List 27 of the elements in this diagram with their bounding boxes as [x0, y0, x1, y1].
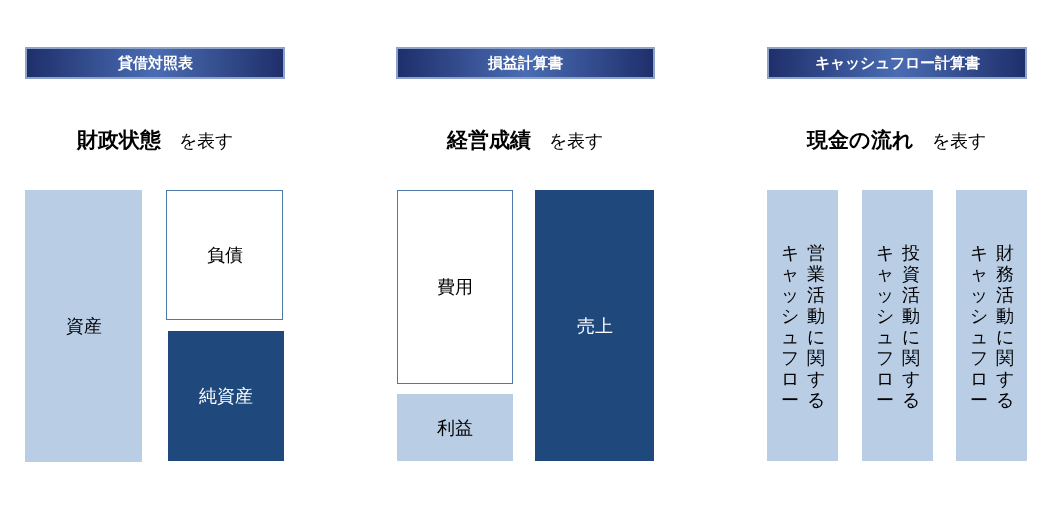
statement-box: [767, 190, 838, 461]
box-label: 投資活動に関するキャッシュフロー: [875, 241, 920, 410]
section-heading: 経営成績 を表す: [445, 127, 604, 154]
statement-box: [25, 190, 142, 462]
box-label: 費用: [437, 275, 473, 299]
box-label: 資産: [65, 314, 102, 338]
header-title: キャッシュフロー計算書: [814, 53, 980, 73]
header-bar: [396, 47, 655, 79]
statement-box: [168, 331, 284, 461]
header-bar: [25, 47, 285, 79]
header-title: 貸借対照表: [117, 53, 193, 73]
box-label: 純資産: [199, 384, 253, 408]
statement-box: [956, 190, 1027, 461]
header-title: 損益計算書: [488, 53, 563, 73]
statement-box: [166, 190, 283, 320]
box-label: 財務活動に関するキャッシュフロー: [969, 241, 1014, 410]
box-label: 売上: [576, 313, 613, 338]
section-heading: 現金の流れ を表す: [805, 127, 987, 154]
section-heading: 財政状態 を表す: [75, 127, 234, 154]
box-label: 負債: [206, 243, 243, 267]
statement-box: [862, 190, 933, 461]
statement-box: [535, 190, 654, 461]
box-label: 利益: [437, 415, 473, 440]
statement-box: [397, 190, 513, 384]
statement-box: [397, 394, 513, 461]
box-label: 営業活動に関するキャッシュフロー: [780, 241, 825, 410]
header-bar: [767, 47, 1027, 79]
